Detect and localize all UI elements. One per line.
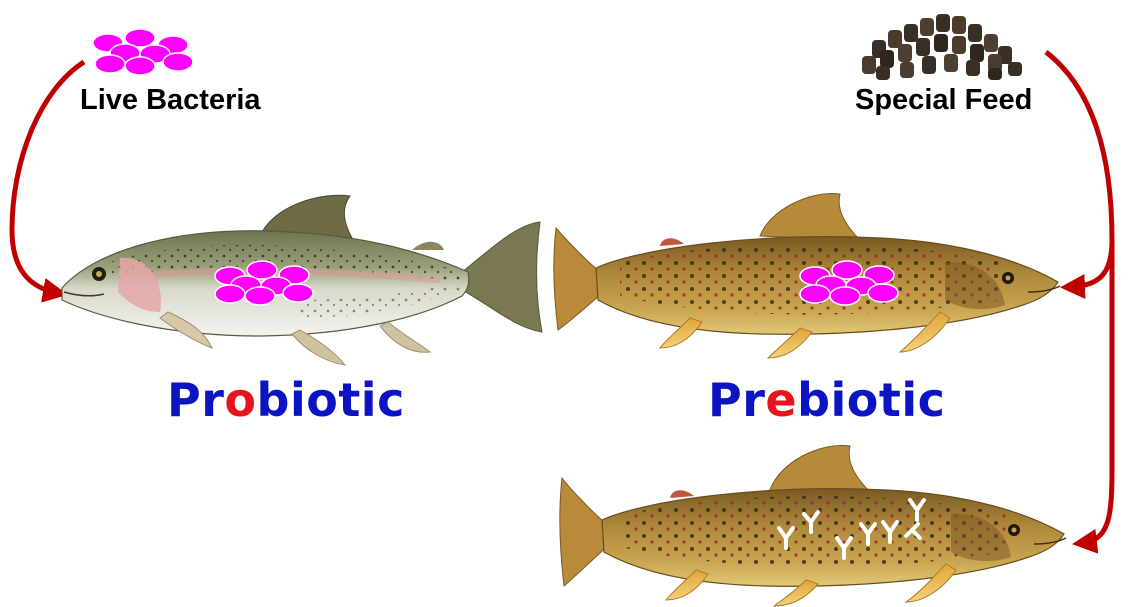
feed-to-prebiotic-fish-arrow — [1070, 240, 1112, 287]
prebiotic-title-prefix: Pr — [708, 373, 765, 427]
special-feed-label: Special Feed — [855, 84, 1032, 117]
prebiotic-gut-bacteria — [800, 261, 898, 305]
prebiotic-title-highlight: e — [765, 373, 797, 427]
probiotic-title-suffix: biotic — [257, 373, 405, 427]
live-bacteria-icon — [93, 29, 193, 75]
probiotic-title-highlight: o — [224, 373, 256, 427]
feed-arrow-trunk — [1046, 52, 1112, 543]
live-bacteria-label: Live Bacteria — [80, 84, 261, 117]
bacteria-to-fish-arrow — [12, 62, 84, 293]
probiotic-title-prefix: Pr — [167, 373, 224, 427]
prebiotic-title: Prebiotic — [708, 373, 945, 427]
feed-pellets-icon — [862, 14, 1022, 80]
probiotic-gut-bacteria — [215, 261, 313, 305]
prebiotic-title-suffix: biotic — [797, 373, 945, 427]
probiotic-title: Probiotic — [167, 373, 405, 427]
